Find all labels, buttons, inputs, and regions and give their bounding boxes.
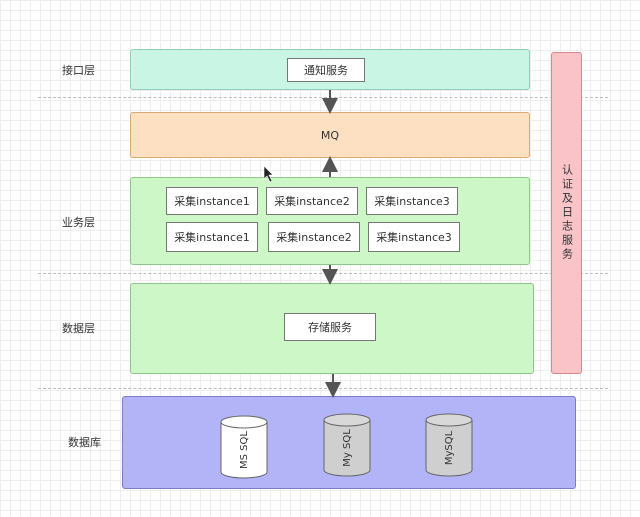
collector-instance-box: 采集instance2 — [266, 187, 358, 215]
layer-divider — [38, 97, 608, 98]
database-cylinder-mssql: MS SQL — [220, 415, 268, 479]
collector-instance-box: 采集instance1 — [166, 222, 258, 252]
collector-instance-box: 采集instance3 — [366, 187, 458, 215]
collector-instance-box: 采集instance1 — [166, 187, 258, 215]
layer-label-database: 数据库 — [68, 436, 101, 449]
auth-log-service-panel: 认证及日志服务 — [551, 52, 582, 374]
data-layer-block — [130, 283, 534, 374]
auth-log-service-label: 认证及日志服务 — [560, 164, 574, 262]
database-label: MySQL — [444, 430, 455, 465]
mouse-cursor-icon — [263, 165, 274, 183]
storage-service-box: 存储服务 — [284, 313, 376, 341]
database-label: MS SQL — [239, 431, 250, 469]
database-cylinder-mysql: My SQL — [323, 413, 371, 477]
database-cylinder-mysql-2: MySQL — [425, 413, 473, 477]
collector-instance-box: 采集instance3 — [368, 222, 460, 252]
layer-divider — [38, 388, 608, 389]
layer-label-business: 业务层 — [62, 216, 95, 229]
layer-label-interface: 接口层 — [62, 64, 95, 77]
collector-instance-box: 采集instance2 — [268, 222, 360, 252]
layer-label-data: 数据层 — [62, 322, 95, 335]
notification-service-box: 通知服务 — [287, 58, 365, 82]
database-label: My SQL — [342, 429, 353, 467]
